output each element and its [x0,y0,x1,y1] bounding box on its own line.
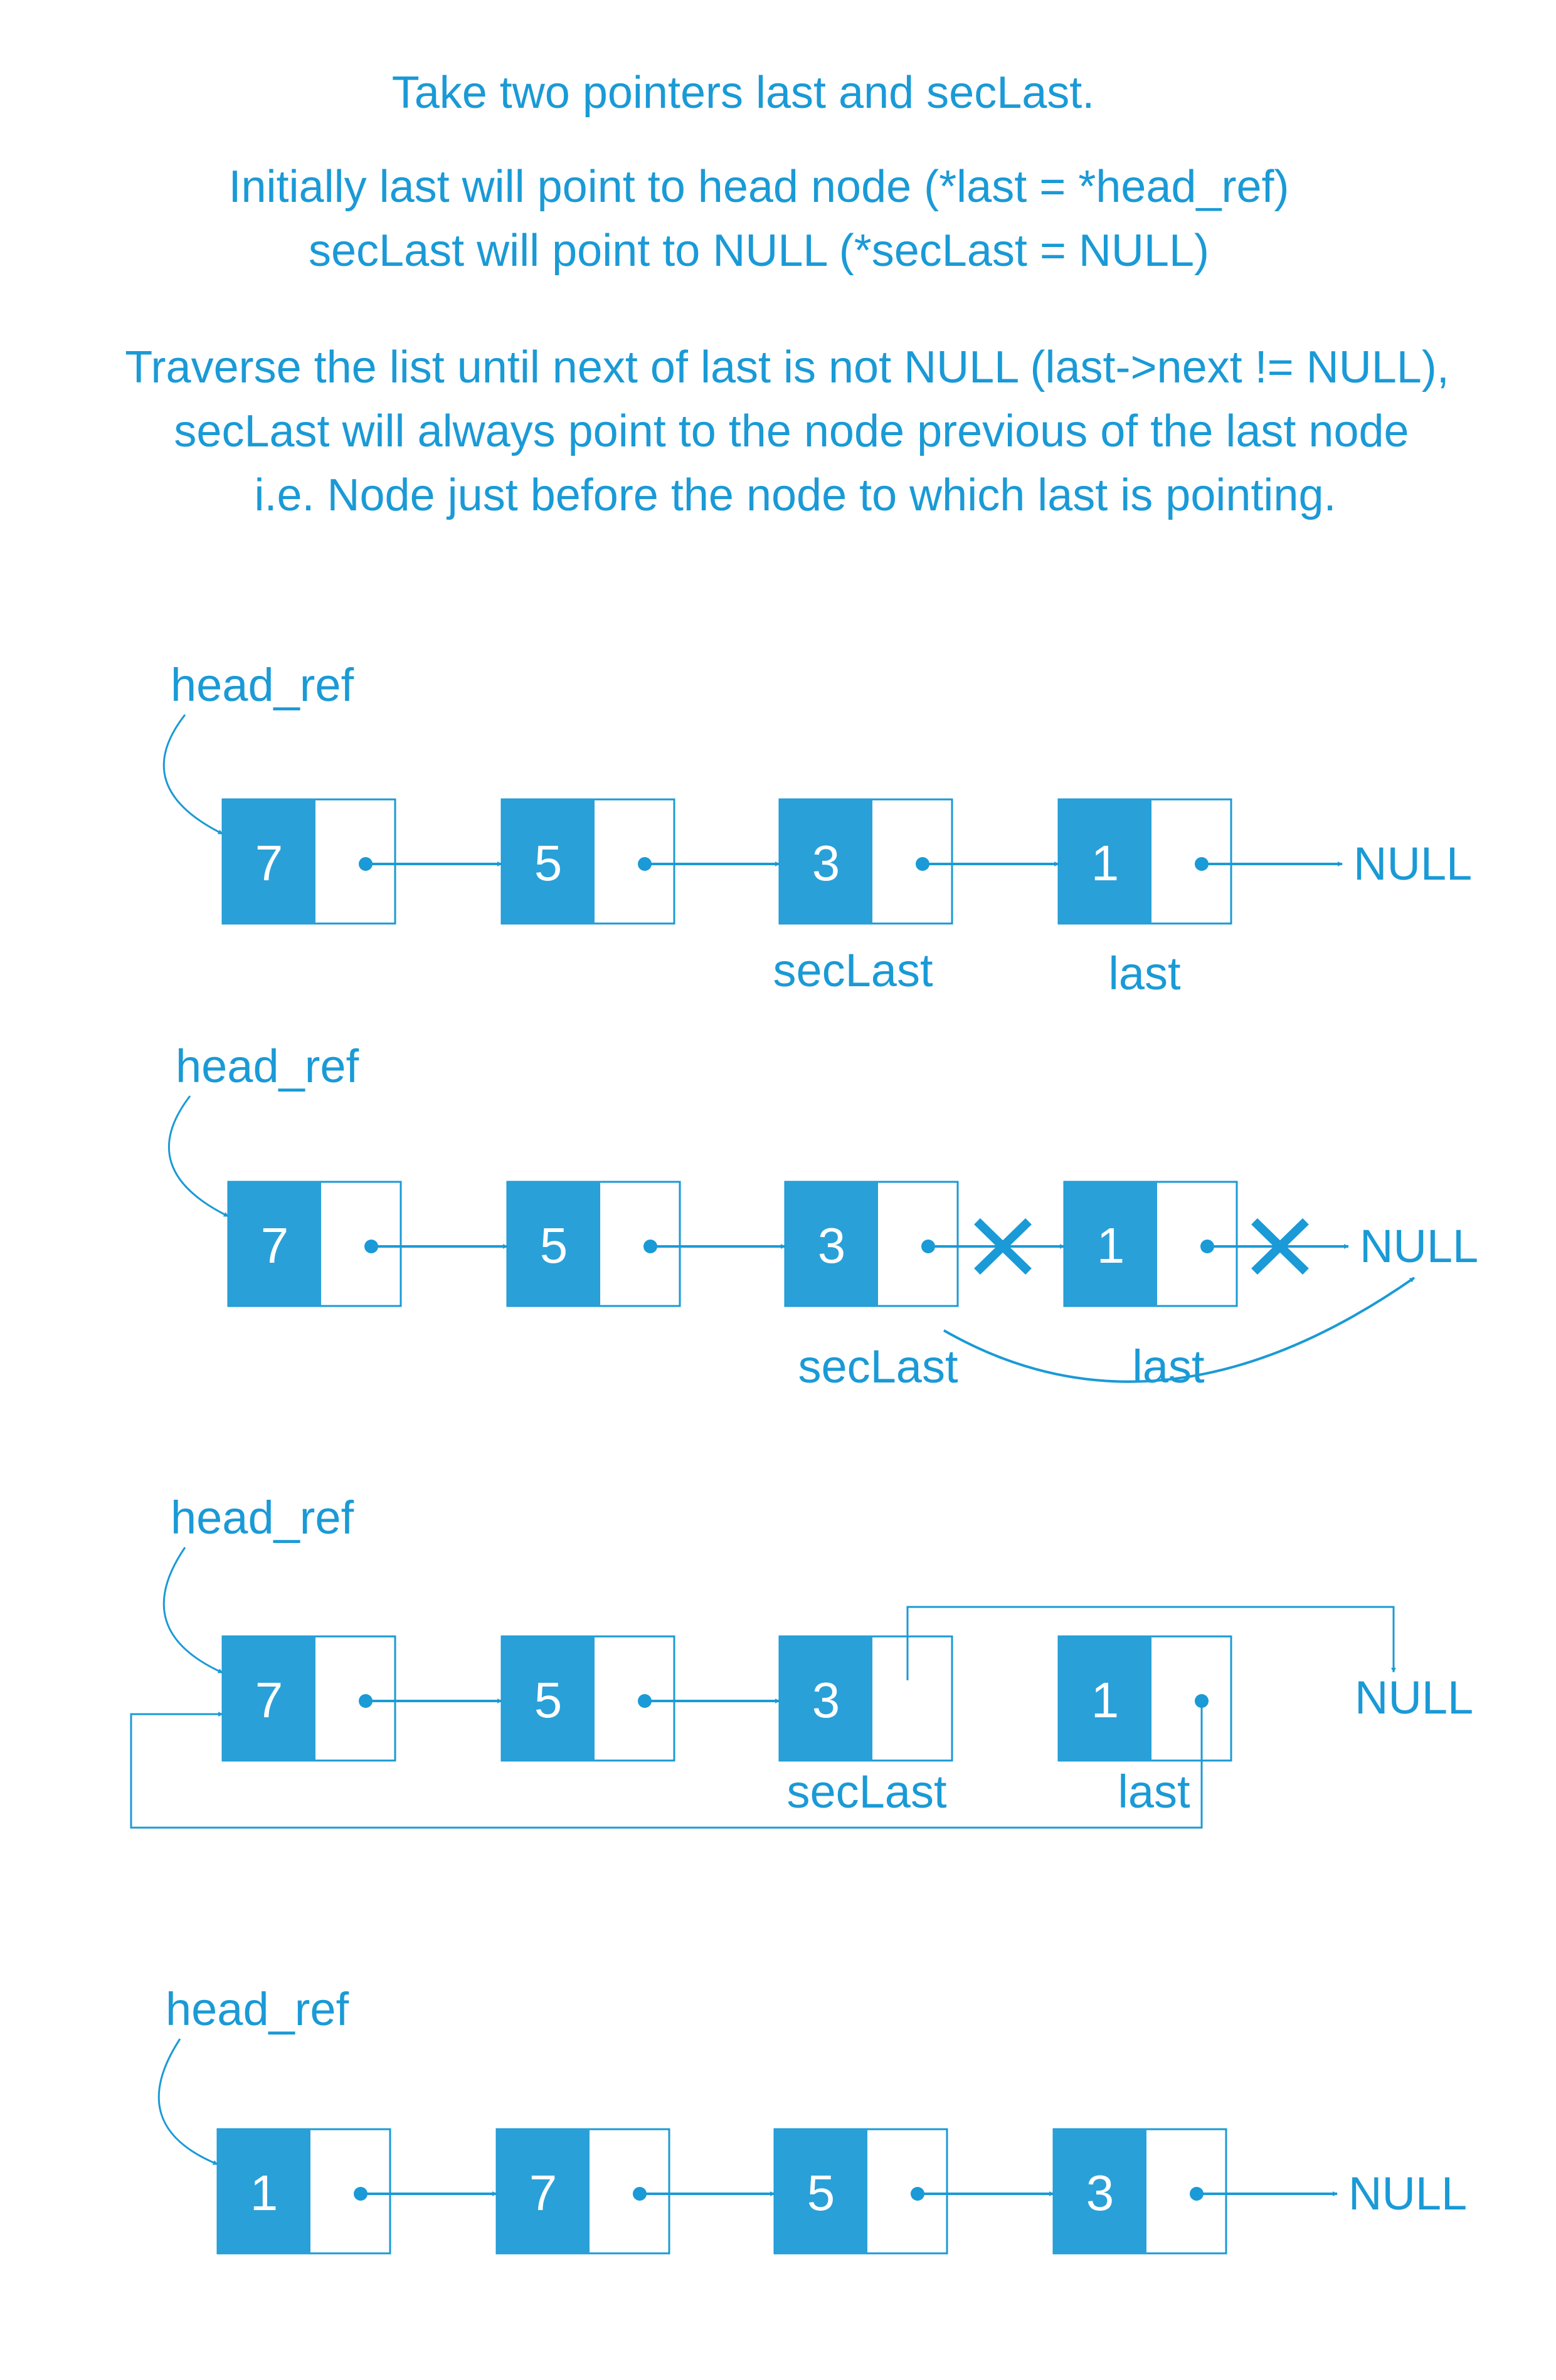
head-ref-label: head_ref [171,1492,354,1544]
node: 7 [221,798,396,925]
node: 3 [1052,2128,1227,2255]
head-ref-label: head_ref [176,1040,359,1092]
seclast-label: secLast [798,1340,958,1393]
node-value: 7 [261,1218,289,1273]
step-1: head_ref 7 5 3 1 NU [162,659,1472,999]
step-3: head_ref 7 5 3 NULL 1 [130,1492,1473,1829]
node-value: 7 [255,1672,283,1728]
node: 7 [227,1181,402,1307]
node: 1 [1057,1635,1232,1762]
node: 7 [495,2128,670,2255]
node: 3 [784,1181,959,1307]
node-value: 3 [812,835,840,891]
node-value: 3 [818,1218,846,1273]
seclast-next-to-null-arrow [906,1606,1396,1680]
intro-text: Take two pointers last and secLast. Init… [125,68,1449,520]
removed-link-x-mark [1251,1218,1309,1275]
node-value: 5 [534,835,563,891]
intro-line-3: secLast will point to NULL (*secLast = N… [309,226,1209,276]
intro-line-4: Traverse the list until next of last is … [125,342,1449,392]
last-label: last [1108,947,1181,999]
last-next-to-head-arrow [130,1701,1203,1829]
node: 1 [216,2128,391,2255]
null-label: NULL [1353,838,1472,890]
node: 5 [773,2128,948,2255]
null-label: NULL [1355,1672,1473,1724]
head-ref-arrow [167,1095,229,1218]
node: 5 [506,1181,681,1307]
node-value: 7 [255,835,283,891]
last-label: last [1132,1340,1205,1393]
node: 7 [221,1635,396,1762]
removed-link-x-mark [974,1218,1032,1275]
seclast-to-null-arrow [943,1277,1416,1383]
head-ref-arrow [162,714,223,835]
node-value: 5 [540,1218,568,1273]
node: 5 [500,798,675,925]
head-ref-label: head_ref [171,659,354,711]
node-value: 1 [1091,835,1119,891]
node: 5 [500,1635,675,1762]
node-value: 1 [250,2165,278,2221]
node-value: 3 [1086,2165,1114,2221]
node: 1 [1063,1181,1238,1307]
node: 1 [1057,798,1232,925]
intro-line-2: Initially last will point to head node (… [229,162,1289,212]
node-value: 1 [1097,1218,1125,1273]
intro-line-1: Take two pointers last and secLast. [392,68,1095,118]
head-ref-arrow [157,2038,218,2166]
node-value: 7 [529,2165,558,2221]
node: 3 [778,798,953,925]
null-label: NULL [1360,1220,1478,1272]
intro-line-6: i.e. Node just before the node to which … [254,470,1336,520]
null-label: NULL [1348,2167,1467,2219]
node-value: 1 [1091,1672,1119,1728]
node-value: 3 [812,1672,840,1728]
seclast-label: secLast [773,944,933,996]
node-value: 5 [807,2165,835,2221]
intro-line-5: secLast will always point to the node pr… [174,406,1409,456]
node-value: 5 [534,1672,563,1728]
node: 3 [778,1635,953,1762]
head-ref-arrow [162,1547,223,1674]
step-2: head_ref 7 5 3 1 [167,1040,1478,1393]
seclast-label: secLast [786,1766,946,1818]
head-ref-label: head_ref [166,1983,349,2035]
step-4: head_ref 1 7 5 3 NU [157,1983,1467,2255]
last-label: last [1118,1766,1190,1818]
